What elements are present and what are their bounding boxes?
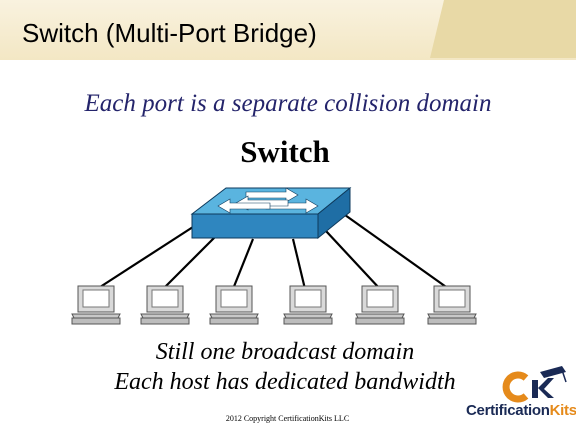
computer-icon [355,285,405,325]
logo-text: CertificationKits [466,402,576,419]
cable-5 [325,230,381,290]
cable-4 [291,238,307,290]
title-tab-decoration [430,0,576,58]
hosts [71,285,477,325]
note-dedicated-bandwidth: Each host has dedicated bandwidth [114,369,456,395]
cable-3 [231,238,255,290]
cable-2 [162,232,220,290]
cables [96,214,450,290]
cable-1 [96,224,197,290]
computer-icon [283,285,333,325]
slide-title: Switch (Multi-Port Bridge) [22,18,317,48]
computer-icon [71,285,121,325]
logo-mark-icon [502,366,567,403]
subtitle: Each port is a separate collision domain [84,90,492,117]
computer-icon [427,285,477,325]
certificationkits-logo: CertificationKits [466,366,576,428]
switch-label: Switch [240,134,330,169]
computer-icon [140,285,190,325]
note-broadcast-domain: Still one broadcast domain [155,339,415,365]
switch-icon [190,186,352,240]
computer-icon [209,285,259,325]
logo-text-part2: Kits [549,402,576,419]
copyright-footer: 2012 Copyright CertificationKits LLC [225,414,350,423]
cable-6 [344,214,450,290]
logo-text-part1: Certification [466,402,550,419]
